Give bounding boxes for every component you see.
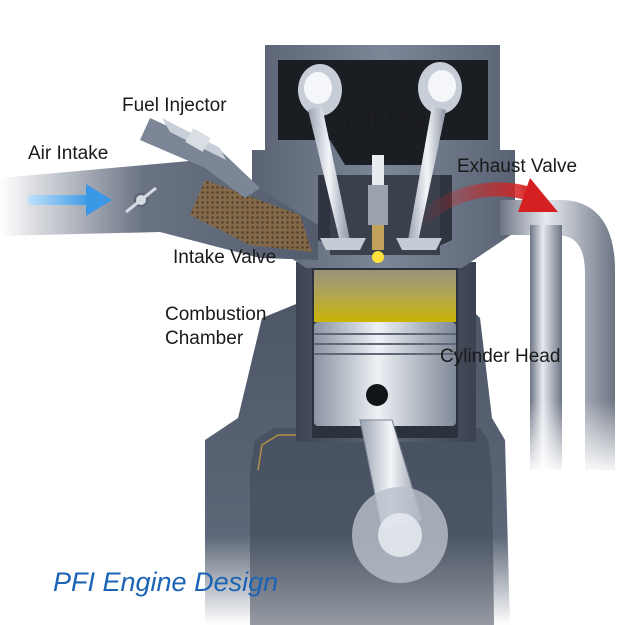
- wrist-pin: [366, 384, 388, 406]
- label-fuel-injector: Fuel Injector: [122, 95, 227, 116]
- exhaust-flow-arrow: [414, 178, 558, 227]
- fuel-injector: [140, 118, 260, 198]
- camshaft-exhaust: [418, 62, 462, 114]
- diagram-caption: PFI Engine Design: [53, 567, 279, 597]
- label-intake-valve: Intake Valve: [173, 247, 277, 268]
- exhaust-pipe: [500, 200, 630, 475]
- connecting-rod: [352, 419, 448, 583]
- label-combustion-chamber: Combustion Chamber: [165, 303, 266, 351]
- label-combustion-line2: Chamber: [165, 328, 244, 349]
- intake-valve: [308, 106, 366, 250]
- label-air-intake: Air Intake: [28, 143, 109, 164]
- spark-plug: [368, 155, 388, 263]
- piston: [314, 322, 456, 426]
- label-exhaust-valve: Exhaust Valve: [457, 156, 578, 177]
- exhaust-valve: [396, 106, 446, 250]
- air-flow-arrow: [28, 184, 112, 216]
- camshaft-intake: [298, 64, 342, 116]
- spark-icon: [372, 251, 384, 263]
- fuel-air-mixture: [314, 270, 456, 322]
- label-spark-plug: Spark Plug: [333, 108, 426, 129]
- label-cylinder-head: Cylinder Head: [440, 346, 561, 367]
- label-combustion-line1: Combustion: [165, 304, 267, 325]
